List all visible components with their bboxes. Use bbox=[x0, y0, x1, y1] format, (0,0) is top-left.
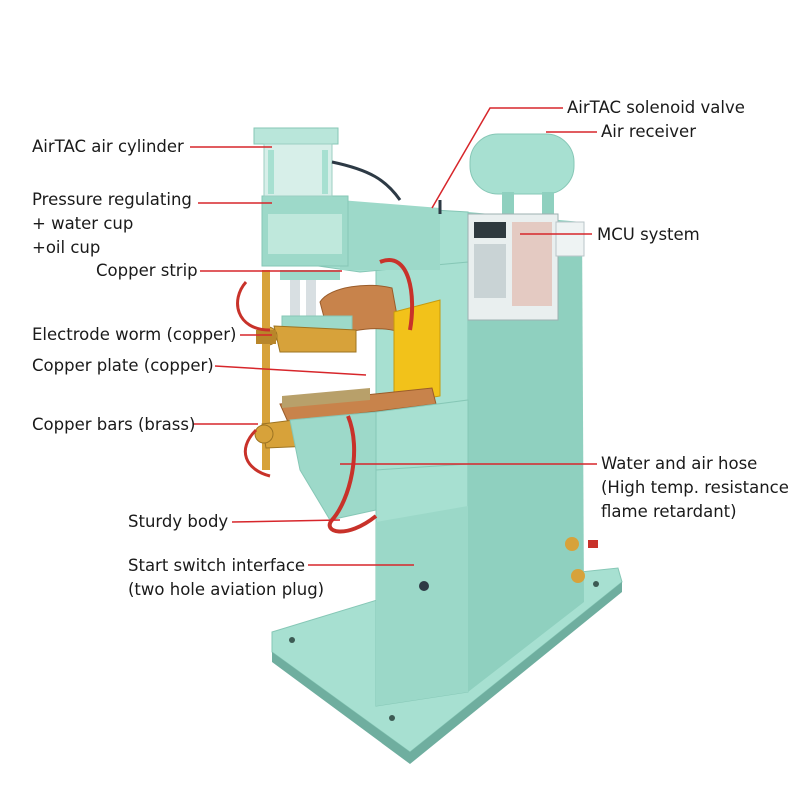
label-mcu-system: MCU system bbox=[597, 225, 700, 244]
label-copper-plate: Copper plate (copper) bbox=[32, 356, 214, 375]
label-start-switch-line-2: (two hole aviation plug) bbox=[128, 580, 325, 599]
label-sturdy-body: Sturdy body bbox=[128, 512, 229, 531]
hose-upper bbox=[236, 281, 271, 332]
copper-plate-yellow bbox=[393, 299, 441, 405]
label-pressure-line-1: Pressure regulating bbox=[32, 190, 192, 209]
air-receiver bbox=[469, 133, 575, 195]
air-cylinder-body bbox=[263, 143, 333, 197]
electrode-worm bbox=[273, 325, 357, 353]
leader-sturdy-body bbox=[231, 519, 341, 523]
label-copper-strip: Copper strip bbox=[96, 261, 198, 280]
main-column-side bbox=[468, 212, 584, 692]
label-electrode-worm: Electrode worm (copper) bbox=[32, 325, 237, 344]
label-hose-line-3: flame retardant) bbox=[601, 502, 737, 521]
label-hose-line-2: (High temp. resistance bbox=[601, 478, 789, 497]
leader-solenoid bbox=[431, 107, 563, 209]
lower-column bbox=[376, 506, 468, 706]
label-start-switch-line-1: Start switch interface bbox=[128, 556, 306, 575]
upper-arm-box bbox=[340, 200, 440, 270]
leader-copper-plate bbox=[214, 365, 367, 376]
label-air-receiver: Air receiver bbox=[601, 122, 696, 141]
label-hose-line-1: Water and air hose bbox=[601, 454, 758, 473]
hose-right bbox=[379, 258, 415, 331]
label-pressure-line-3: +oil cup bbox=[32, 238, 101, 257]
label-air-cylinder: AirTAC air cylinder bbox=[32, 137, 184, 156]
label-solenoid-valve: AirTAC solenoid valve bbox=[567, 98, 745, 117]
base-plate-edge bbox=[272, 582, 622, 764]
label-copper-bars: Copper bars (brass) bbox=[32, 415, 196, 434]
label-pressure-line-2: + water cup bbox=[32, 214, 134, 233]
